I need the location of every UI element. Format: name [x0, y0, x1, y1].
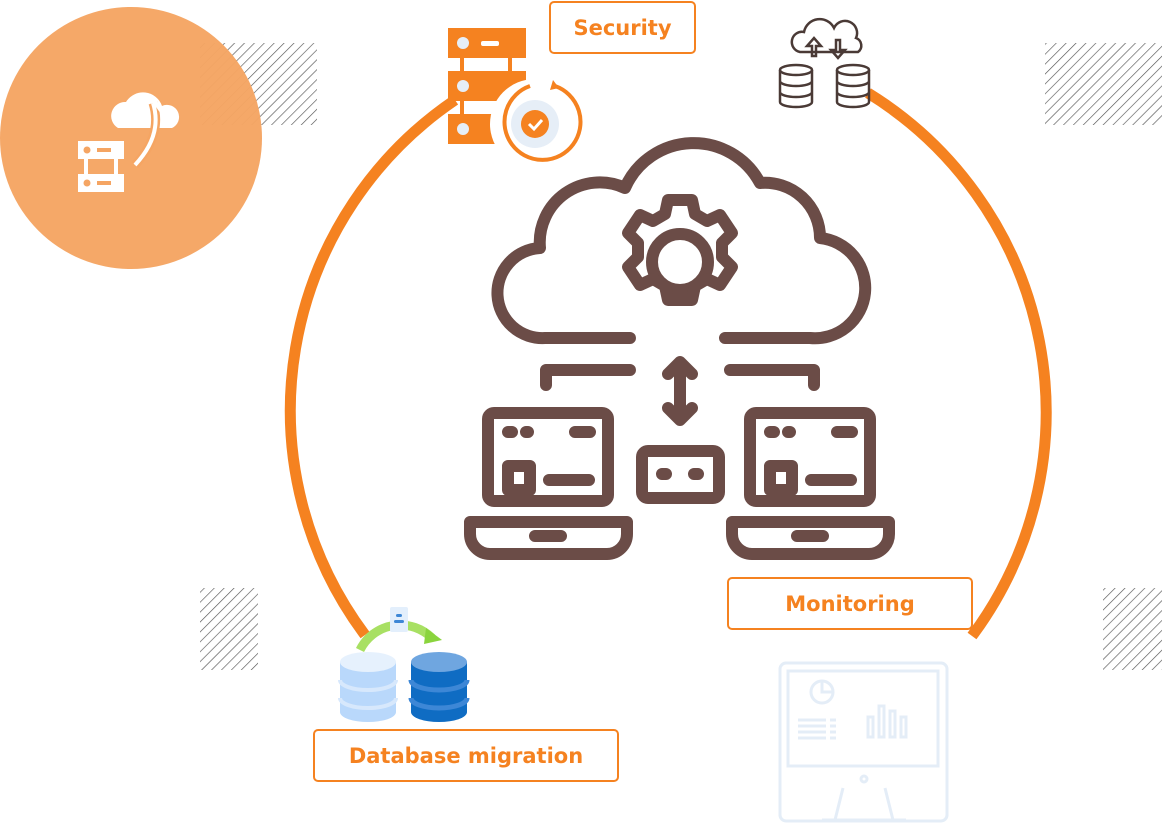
- cloud-computing-network-icon: [464, 137, 895, 560]
- connector-arc-right: [865, 88, 1052, 640]
- monitor-dashboard-icon: [778, 661, 949, 823]
- hatch-decoration: [1045, 43, 1162, 125]
- database-migration-icon: [338, 607, 470, 722]
- cloud-database-sync-icon: [778, 17, 871, 109]
- monitoring-label: Monitoring: [727, 577, 973, 630]
- security-label: Security: [549, 1, 696, 54]
- cloud-upload-server-icon: [0, 7, 262, 269]
- hatch-decoration: [1103, 588, 1162, 670]
- hatch-decoration: [200, 588, 258, 670]
- connector-arc-left: [284, 95, 459, 639]
- server-gear-check-icon: [448, 28, 583, 169]
- database-migration-label: Database migration: [313, 729, 619, 782]
